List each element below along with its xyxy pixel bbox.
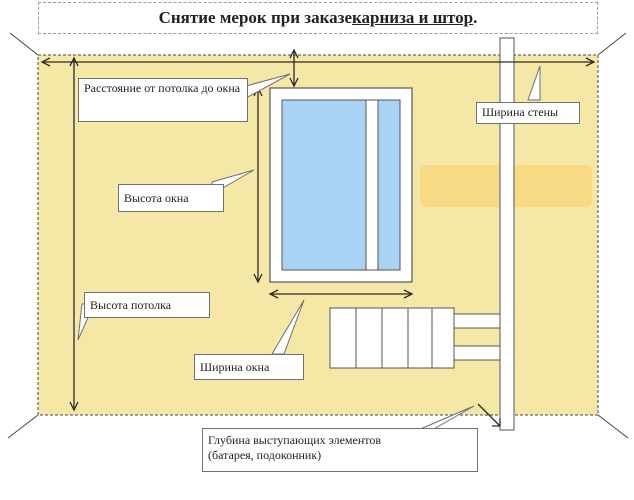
label-ceiling-to-window: Расстояние от потолка до окна xyxy=(84,81,241,95)
ceiling-height-arrow-top xyxy=(69,56,79,67)
title-suffix: . xyxy=(473,8,478,27)
wall-width-arrow-left xyxy=(40,57,51,67)
ceiling-to-window-arrow-bottom xyxy=(289,77,299,88)
window-mullion xyxy=(365,99,379,271)
window-glass xyxy=(281,99,401,271)
title-underlined: карниза и штор xyxy=(351,8,474,27)
wall-border xyxy=(37,54,599,416)
ceiling-height-arrow-bottom xyxy=(69,401,79,412)
wall-width-arrow-right xyxy=(585,57,596,67)
floor-left-perspective xyxy=(7,414,39,439)
wall-edge-pillar xyxy=(499,37,515,431)
protrusion-depth-arrow xyxy=(492,418,501,427)
title-prefix: Снятие мерок при заказе xyxy=(158,8,352,27)
label-wall-width: Ширина стены xyxy=(482,105,559,119)
callout-window-height: Высота окна xyxy=(118,184,224,212)
window-height-arrow-bottom xyxy=(253,273,263,284)
callout-protrusion-depth: Глубина выступающих элементов (батарея, … xyxy=(202,428,478,472)
window-width-arrow-right xyxy=(403,289,414,299)
ceiling-right-perspective xyxy=(597,32,627,56)
callout-ceiling-to-window: Расстояние от потолка до окна xyxy=(78,78,248,122)
wall-width-pointer xyxy=(527,65,541,101)
page-title: Снятие мерок при заказе карниза и штор . xyxy=(38,2,598,34)
label-window-width: Ширина окна xyxy=(200,360,270,374)
callout-window-width: Ширина окна xyxy=(194,354,304,380)
protrusion-depth-dimension xyxy=(477,403,501,427)
floor-right-perspective xyxy=(597,414,629,439)
ceiling-to-window-arrow-top xyxy=(289,48,299,59)
label-window-height: Высота окна xyxy=(124,191,189,205)
label-protrusion-depth-line1: Глубина выступающих элементов xyxy=(208,433,381,447)
radiator xyxy=(329,307,501,369)
callout-ceiling-height: Высота потолка xyxy=(84,292,210,318)
callout-wall-width: Ширина стены xyxy=(476,102,580,124)
label-protrusion-depth-line2: (батарея, подоконник) xyxy=(208,448,322,462)
ceiling-left-perspective xyxy=(9,32,39,56)
label-ceiling-height: Высота потолка xyxy=(90,298,172,312)
window-width-arrow-left xyxy=(268,289,279,299)
